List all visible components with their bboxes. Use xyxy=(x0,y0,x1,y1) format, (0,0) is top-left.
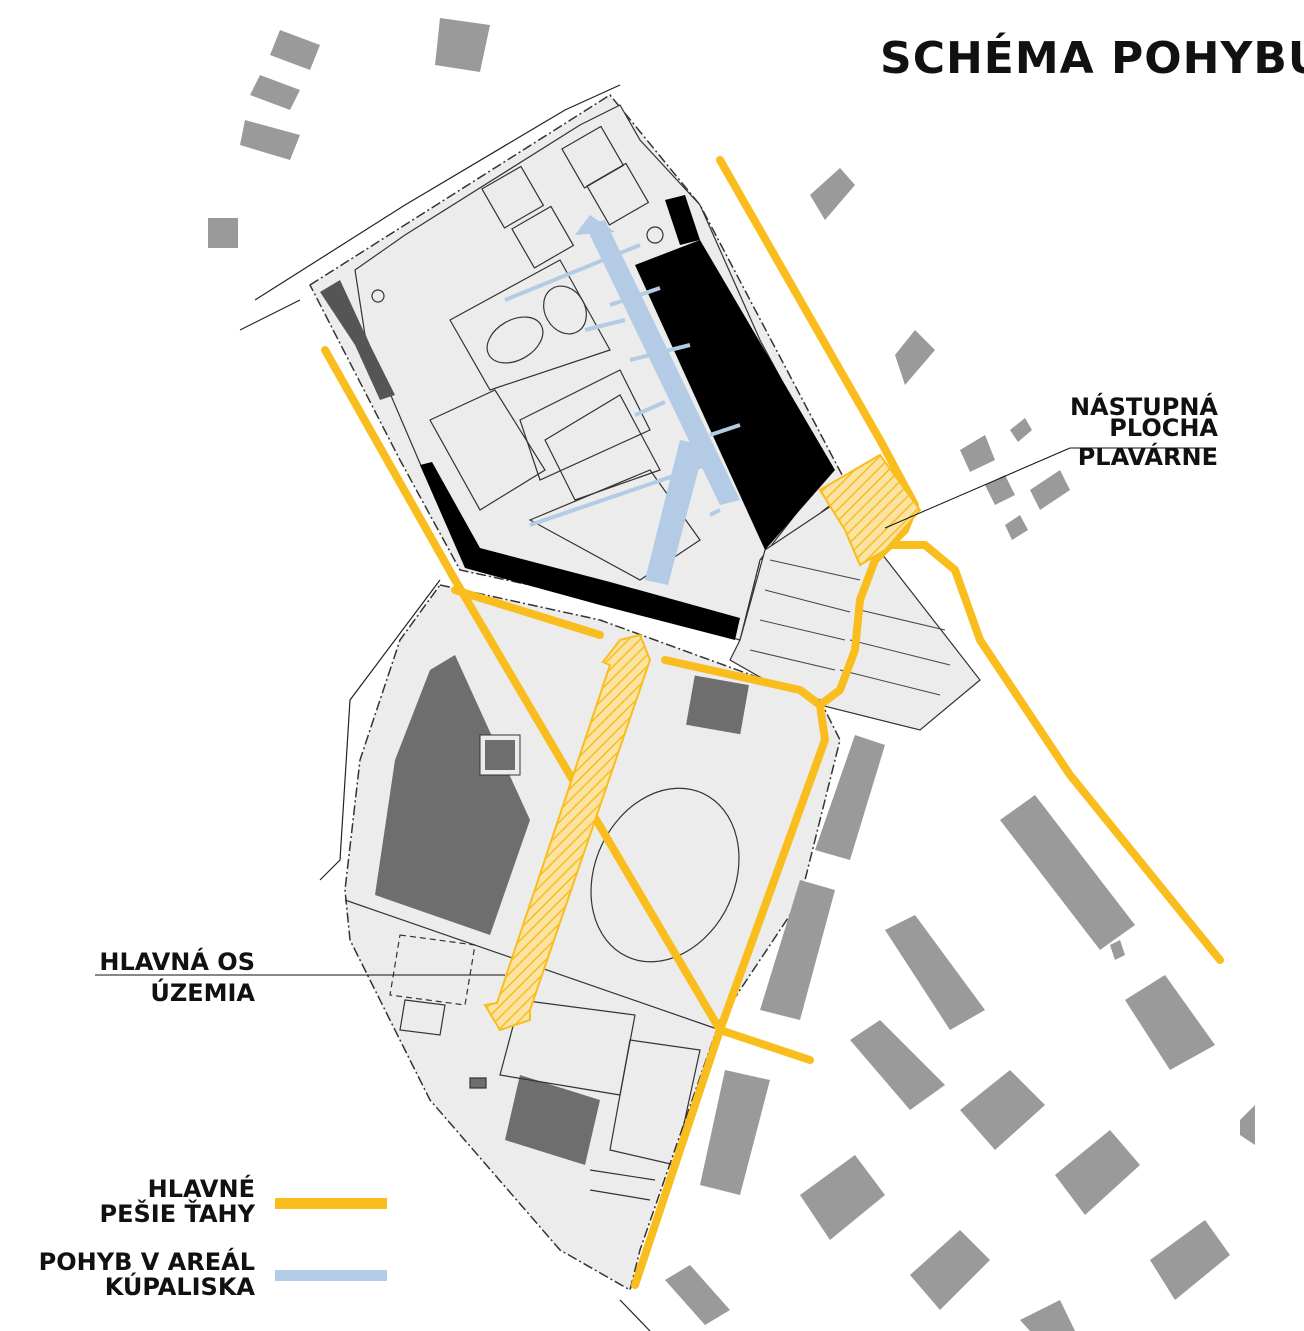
label-boarding-line1: NÁSTUPNÁ xyxy=(1069,393,1218,421)
label-boarding-line3: PLAVÁRNE xyxy=(1077,443,1218,471)
legend-swatch-pedestrian xyxy=(275,1198,387,1209)
label-boarding-area: NÁSTUPNÁ PLOCHA PLAVÁRNE xyxy=(1040,395,1218,470)
label-axis-line1: HLAVNÁ OS xyxy=(99,948,255,976)
building-gym xyxy=(375,655,530,935)
boarding-area-hatch xyxy=(818,453,922,567)
southern-area xyxy=(344,584,841,1292)
surrounding-buildings xyxy=(208,18,1255,1331)
main-axis-arrow xyxy=(483,633,652,1032)
label-axis-line2: ÚZEMIA xyxy=(150,979,255,1007)
page-title: SCHÉMA POHYBU xyxy=(880,33,1304,84)
legend-pedestrian-line2: PEŠIE ŤAHY xyxy=(99,1200,256,1228)
legend-pool-line2: KÚPALISKA xyxy=(104,1273,255,1301)
legend-swatch-pool xyxy=(275,1270,387,1281)
legend-item-pedestrian: HLAVNÉ PEŠIE ŤAHY xyxy=(40,1175,256,1228)
legend-item-pool: POHYB V AREÁL KÚPALISKA xyxy=(10,1250,255,1300)
street-lines xyxy=(239,84,651,1331)
pool-movement-arrows xyxy=(504,215,741,585)
legend-pool-line1: POHYB V AREÁL xyxy=(38,1248,255,1276)
label-main-axis: HLAVNÁ OS ÚZEMIA xyxy=(60,950,255,1006)
leader-lines xyxy=(95,447,1215,976)
pool-area xyxy=(309,94,851,641)
label-boarding-line2: PLOCHA xyxy=(1109,414,1218,442)
legend-pedestrian-line1: HLAVNÉ xyxy=(147,1175,255,1203)
pool-hall xyxy=(635,240,835,550)
